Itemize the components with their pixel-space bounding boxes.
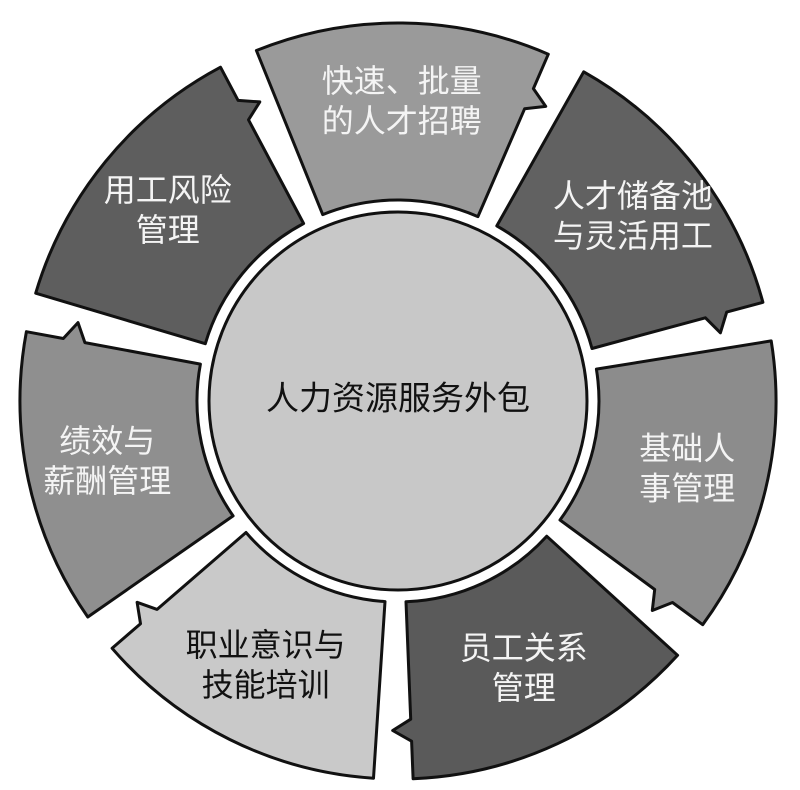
segment-label-risk-line2: 管理: [136, 212, 200, 248]
center-hub: 人力资源服务外包: [207, 210, 589, 592]
segment-label-recruit-line1: 快速、批量: [322, 63, 482, 99]
segment-label-training-line1: 职业意识与: [186, 627, 346, 663]
segment-shape-relation: [391, 534, 680, 781]
segment-shape-perf: [18, 321, 235, 619]
segment-label-basic-line2: 事管理: [639, 470, 735, 506]
segment-shape-basic: [558, 339, 778, 627]
segment-shape-pool: [495, 70, 765, 350]
segments-group: 快速、批量的人才招聘人才储备池与灵活用工基础人事管理员工关系管理职业意识与技能培…: [18, 21, 778, 781]
center-circle: [207, 210, 589, 592]
segment-label-pool-line1: 人才储备池: [553, 178, 713, 214]
segment-shape-risk: [34, 65, 306, 346]
segment-shape-recruit: [254, 21, 550, 219]
segment-label-basic-line1: 基础人: [639, 430, 735, 466]
segment-label-perf-line1: 绩效与: [59, 423, 155, 459]
segment-label-pool-line2: 与灵活用工: [553, 218, 713, 254]
segment-label-risk-line1: 用工风险: [104, 172, 232, 208]
segment-label-perf-line2: 薪酬管理: [43, 463, 171, 499]
segment-label-relation-line1: 员工关系: [460, 630, 588, 666]
segment-label-training-line2: 技能培训: [202, 667, 330, 703]
segment-label-relation-line2: 管理: [492, 670, 556, 706]
center-label: 人力资源服务外包: [266, 380, 530, 417]
segment-label-recruit-line2: 的人才招聘: [322, 103, 482, 139]
segment-shape-training: [110, 531, 387, 780]
